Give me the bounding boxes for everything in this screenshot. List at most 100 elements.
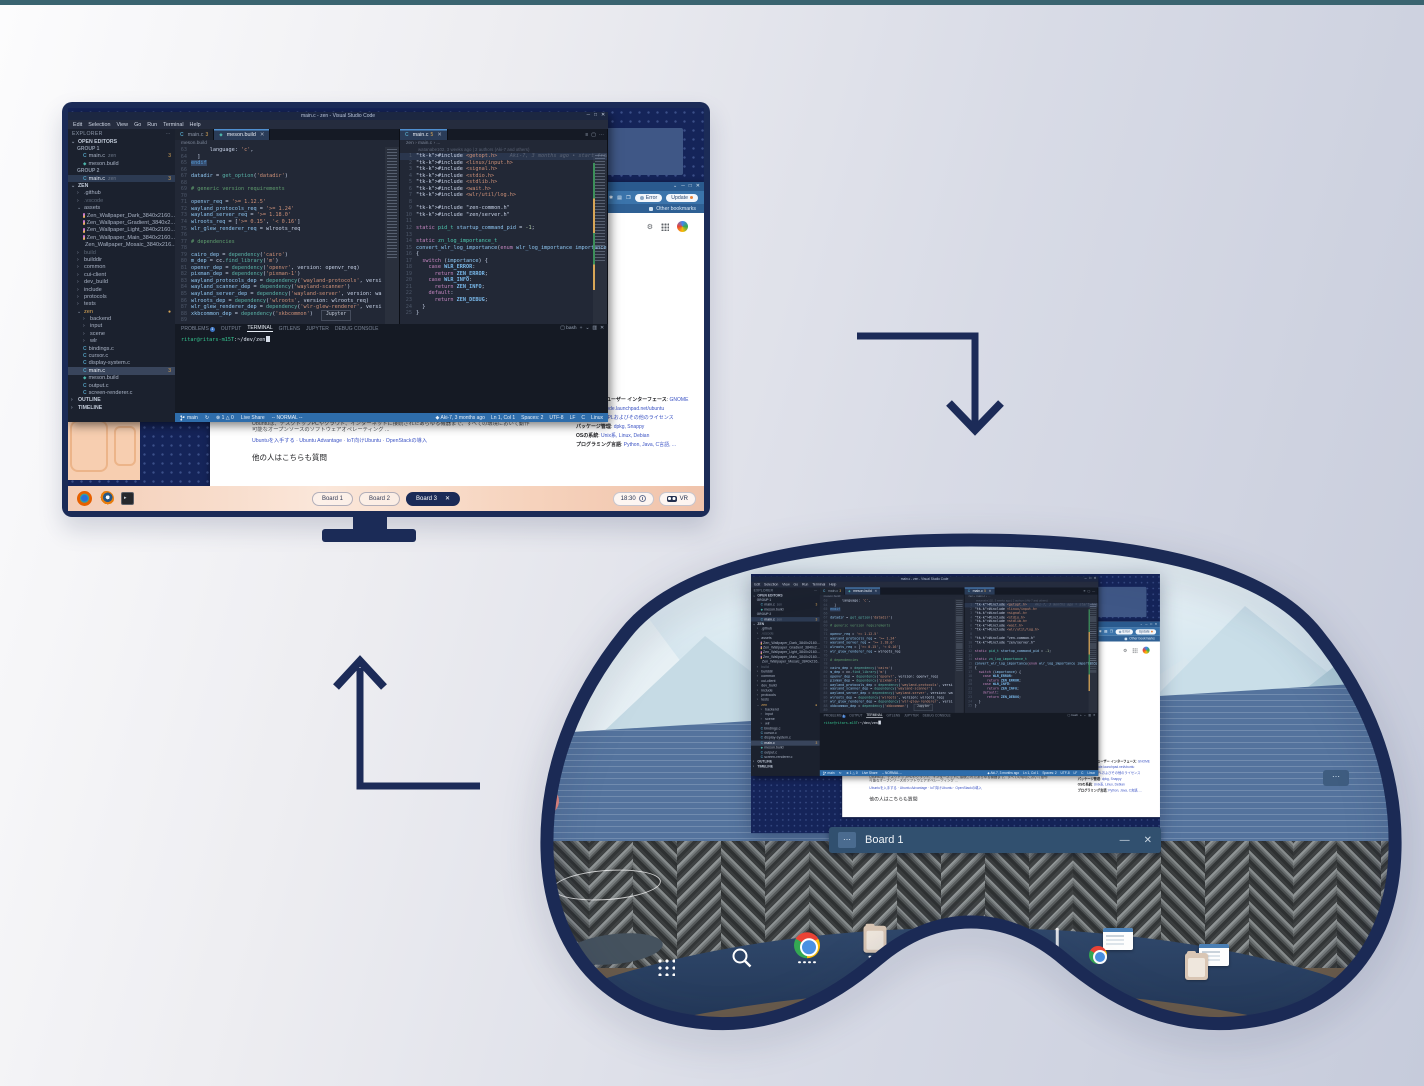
explorer-row-github[interactable]: ›.github [77,190,101,197]
result-sublinks[interactable]: Ubuntuを入手する · Ubuntu Advantage · IoT向けUb… [252,437,428,444]
status-item-0[interactable]: main [180,415,198,421]
menu-edit[interactable]: Edit [73,121,83,128]
dock-item-app-grid[interactable] [655,956,675,976]
gear-icon[interactable]: ⚙ [646,223,653,231]
status-item-4[interactable]: -- NORMAL -- [271,414,303,421]
explorer-row-group-2[interactable]: GROUP 2 [77,168,100,175]
spotify-icon[interactable] [929,921,955,947]
cube-icon[interactable] [989,920,1017,952]
minimap[interactable] [593,153,607,324]
explorer-row-cui-client[interactable]: ›cui-client [77,271,107,278]
status-item-3[interactable]: Live Share [240,414,265,421]
menu-view[interactable]: View [116,121,129,128]
status-right-item-5[interactable]: C [581,414,586,421]
explorer-row-include[interactable]: ›include [77,286,102,293]
browser-maximize-icon[interactable]: □ [688,183,692,189]
terminal-output[interactable]: ritar@ritars-m15T:~/dev/zen [175,333,608,413]
close-icon[interactable]: ✕ [600,113,605,118]
explorer-row-dev-build[interactable]: ›dev_build [77,279,108,286]
explorer-row-zen-wallpaper-gradient-3840x2[interactable]: Zen_Wallpaper_Gradient_3840x2... [68,219,175,226]
new-terminal-icon[interactable]: + [579,326,583,331]
files-icon[interactable] [864,926,887,953]
explorer-row-meson-build[interactable]: ◆meson.build [83,160,119,167]
dock-item-files-window[interactable] [1185,944,1229,980]
terminal-controls[interactable]: ▢ bash+⌄▥✕ [560,326,604,331]
dropdown-icon[interactable]: ⌄ [585,326,590,331]
breadcrumb[interactable]: zen › main.c › ... [400,140,607,147]
editor-action-icon[interactable]: ⋯ [599,131,604,138]
extension-icon[interactable]: ✱ [608,194,614,201]
minimize-icon[interactable]: ─ [586,113,591,118]
error-button[interactable]: Error [634,193,663,202]
explorer-row-zen-wallpaper-mosaic-3840x216[interactable]: Zen_Wallpaper_Mosaic_3840x216... [85,242,175,249]
apps-grid-icon[interactable] [661,222,669,231]
explorer-row-zen-wallpaper-dark-3840x2160[interactable]: Zen_Wallpaper_Dark_3840x2160... [68,212,175,219]
tab-meson-build[interactable]: ◆meson.build✕ [214,129,271,140]
close-board-icon[interactable]: ✕ [445,496,451,502]
panel-tab-jupyter[interactable]: JUPYTER [306,325,329,332]
sidebar-icon[interactable]: ❒ [626,194,631,201]
other-bookmarks-label[interactable]: Other bookmarks [656,205,696,212]
bookmark-icon[interactable]: ▤ [617,194,623,201]
explorer-row-assets[interactable]: ⌄assets [77,205,101,212]
browser-minimize-icon[interactable]: ─ [681,183,685,189]
status-item-2[interactable]: ⊗ 1 △ 0 [216,414,234,421]
chrome-icon[interactable] [794,932,820,958]
dock-item-spotify[interactable] [929,921,955,953]
board-tab-board-1[interactable]: Board 1 [311,491,353,506]
explorer-row-protocols[interactable]: ›protocols [77,293,107,300]
explorer-row-timeline[interactable]: ›TIMELINE [71,404,103,411]
explorer-row-builddir[interactable]: ›builddir [77,256,103,263]
close-tab-icon[interactable]: ✕ [437,131,442,138]
explorer-row-scene[interactable]: ›scene [83,330,105,337]
maximize-icon[interactable]: □ [594,113,597,118]
clock-button[interactable]: 18:30 [612,491,654,506]
chrome-window-icon[interactable] [1089,928,1133,964]
explorer-row-backend[interactable]: ›backend [83,316,112,323]
chevron-up-icon[interactable] [965,968,975,975]
explorer-more-icon[interactable]: ⋯ [165,130,171,137]
dock-item-cube[interactable] [989,920,1017,952]
panel-tab-output[interactable]: OUTPUT [220,325,242,332]
blender-icon[interactable] [99,491,114,506]
dock-item-chrome-window[interactable] [1089,928,1133,964]
editor-action-icon[interactable]: ▢ [591,131,596,138]
menu-run[interactable]: Run [147,121,158,128]
explorer-row-meson-build[interactable]: ◆meson.build [83,375,119,382]
minimap[interactable] [385,147,399,324]
explorer-row-group-1[interactable]: GROUP 1 [77,146,100,153]
dock-item-search[interactable] [731,947,753,969]
explorer-row-open-editors[interactable]: ⌄OPEN EDITORS [71,138,118,145]
panel-tab-terminal[interactable]: TERMINAL [247,325,273,332]
explorer-row-common[interactable]: ›common [77,264,106,271]
editor-action-icon[interactable]: ≡ [585,131,589,138]
explorer-row-zen-wallpaper-light-3840x2160[interactable]: Zen_Wallpaper_Light_3840x2160... [68,227,175,234]
explorer-row-build[interactable]: ›build [77,249,96,256]
vscode-window[interactable]: main.c - zen - Visual Studio Code ─ □ ✕ … [68,112,608,422]
status-right-item-6[interactable]: Linux [591,414,603,421]
board-tab-board-3[interactable]: Board 3✕ [405,491,461,506]
status-right-item-2[interactable]: Spaces: 2 [521,414,544,421]
menu-selection[interactable]: Selection [88,121,111,128]
search-icon[interactable] [731,947,753,969]
files-window-icon[interactable] [1185,944,1229,980]
close-tab-icon[interactable]: ✕ [259,131,265,138]
breadcrumb[interactable]: meson.build [175,140,399,147]
explorer-row-wlr[interactable]: ›wlr [83,338,98,345]
menu-go[interactable]: Go [134,121,142,128]
status-item-1[interactable]: ↻ [204,414,210,421]
firefox-icon[interactable] [77,491,92,506]
explorer-row-vscode[interactable]: ›.vscode [77,197,104,204]
status-right-item-1[interactable]: Ln 1, Col 1 [490,414,516,421]
